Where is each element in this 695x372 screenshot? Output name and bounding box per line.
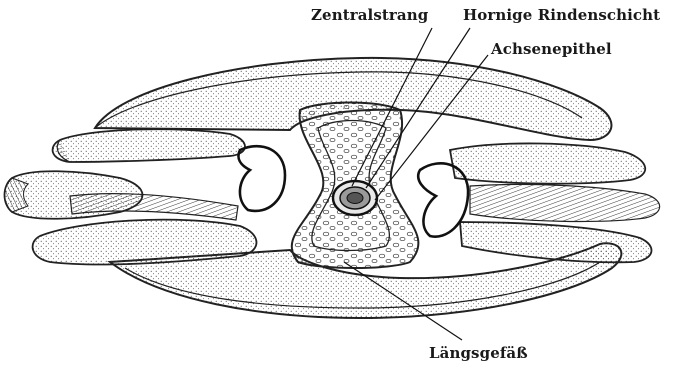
left-lobes	[5, 129, 286, 264]
label-laengsgefaess: Längsgefäß	[429, 344, 528, 362]
label-achsenepithel: Achsenepithel	[491, 40, 612, 58]
right-lobes	[418, 143, 659, 262]
label-hornige-rindenschicht: Hornige Rindenschicht	[463, 6, 660, 24]
central-strand	[333, 181, 377, 215]
label-zentralstrang: Zentralstrang	[311, 6, 428, 24]
